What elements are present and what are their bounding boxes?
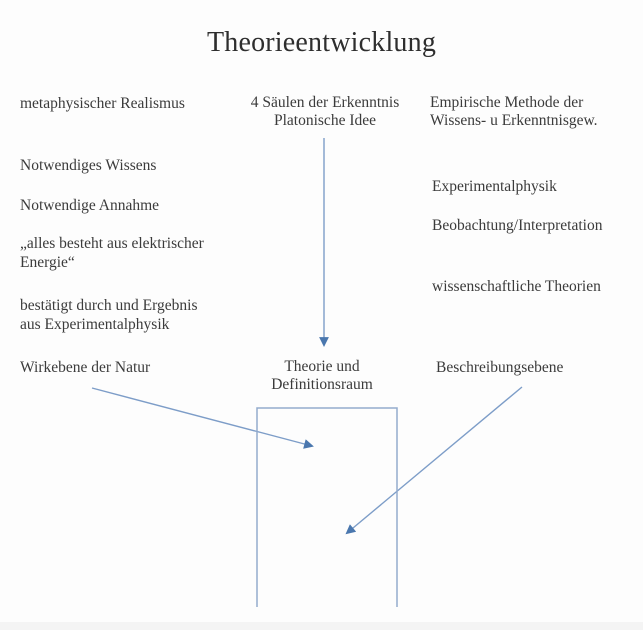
label-platonische-idee: Platonische Idee: [273, 112, 376, 129]
label-alles-elektrische-energie: „alles besteht aus elektrischer Energie“: [20, 234, 204, 272]
label-alles-elektrische-energie-line2: Energie“: [20, 254, 75, 271]
arrow-wirkebene-to-box: [91, 387, 314, 449]
theorie-definitionsraum-box: [256, 407, 398, 607]
slide-title: Theorieentwicklung: [206, 27, 437, 58]
label-bestaetigt-experimentalphysik-line2: aus Experimentalphysik: [20, 316, 170, 333]
label-wissenschaftliche-theorien: wissenschaftliche Theorien: [432, 278, 601, 295]
arrow-beschreibungsebene-to-box: [345, 386, 523, 535]
label-theorie-und: Theorie und: [284, 358, 360, 375]
label-vier-saeulen-header: 4 Säulen der Erkenntnis Platonische Idee: [225, 94, 425, 130]
label-notwendige-annahme: Notwendige Annahme: [20, 197, 160, 214]
label-experimentalphysik: Experimentalphysik: [432, 178, 557, 195]
label-beobachtung-interpretation: Beobachtung/Interpretation: [432, 217, 603, 234]
label-vier-saeulen-line1: 4 Säulen der Erkenntnis: [250, 94, 400, 111]
label-metaphysischer-realismus: metaphysischer Realismus: [20, 95, 185, 112]
label-alles-elektrische-energie-line1: „alles besteht aus elektrischer: [20, 235, 204, 252]
label-wirkebene-der-natur: Wirkebene der Natur: [20, 359, 151, 376]
label-theorie-definitionsraum: Theorie und Definitionsraum: [222, 358, 422, 394]
label-bestaetigt-experimentalphysik-line1: bestätigt durch und Ergebnis: [20, 297, 198, 314]
label-empirische-methode-line1: Empirische Methode der: [430, 94, 584, 111]
label-beschreibungsebene: Beschreibungsebene: [436, 359, 564, 376]
label-empirische-methode-header: Empirische Methode der Wissens- u Erkenn…: [430, 94, 598, 130]
label-definitionsraum: Definitionsraum: [271, 376, 373, 393]
label-empirische-methode-line2: Wissens- u Erkenntnisgew.: [430, 112, 598, 129]
bottom-edge-strip: [0, 622, 643, 630]
label-notwendiges-wissens: Notwendiges Wissens: [20, 157, 157, 174]
label-bestaetigt-experimentalphysik: bestätigt durch und Ergebnis aus Experim…: [20, 296, 198, 334]
